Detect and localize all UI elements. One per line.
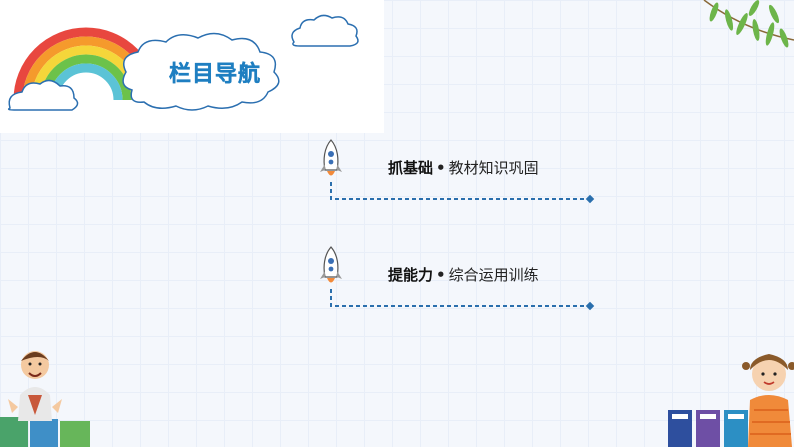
willow-leaves-icon <box>703 0 794 48</box>
nav-item-bold: 抓基础 <box>388 159 434 177</box>
nav-item-text: 教材知识巩固 <box>448 159 539 177</box>
header-panel: 栏目导航 <box>0 0 384 133</box>
rocket-icon <box>320 246 342 283</box>
nav-item-ability[interactable]: 提能力•综合运用训练 <box>318 245 598 315</box>
girl-with-bins-illustration <box>668 354 794 447</box>
nav-item-basics[interactable]: 抓基础•教材知识巩固 <box>318 138 598 208</box>
page-title: 栏目导航 <box>168 62 261 87</box>
nav-item-bold: 提能力 <box>388 266 434 284</box>
nav-item-text: 综合运用训练 <box>448 266 539 284</box>
cloud-icon <box>122 32 280 111</box>
rocket-icon <box>320 139 342 176</box>
rainbow-icon <box>7 14 359 111</box>
recycling-man-illustration <box>0 351 90 447</box>
dashed-connector <box>330 182 595 204</box>
dashed-connector <box>330 289 595 311</box>
nav-item-label: 提能力•综合运用训练 <box>388 266 539 284</box>
nav-item-label: 抓基础•教材知识巩固 <box>388 159 539 177</box>
